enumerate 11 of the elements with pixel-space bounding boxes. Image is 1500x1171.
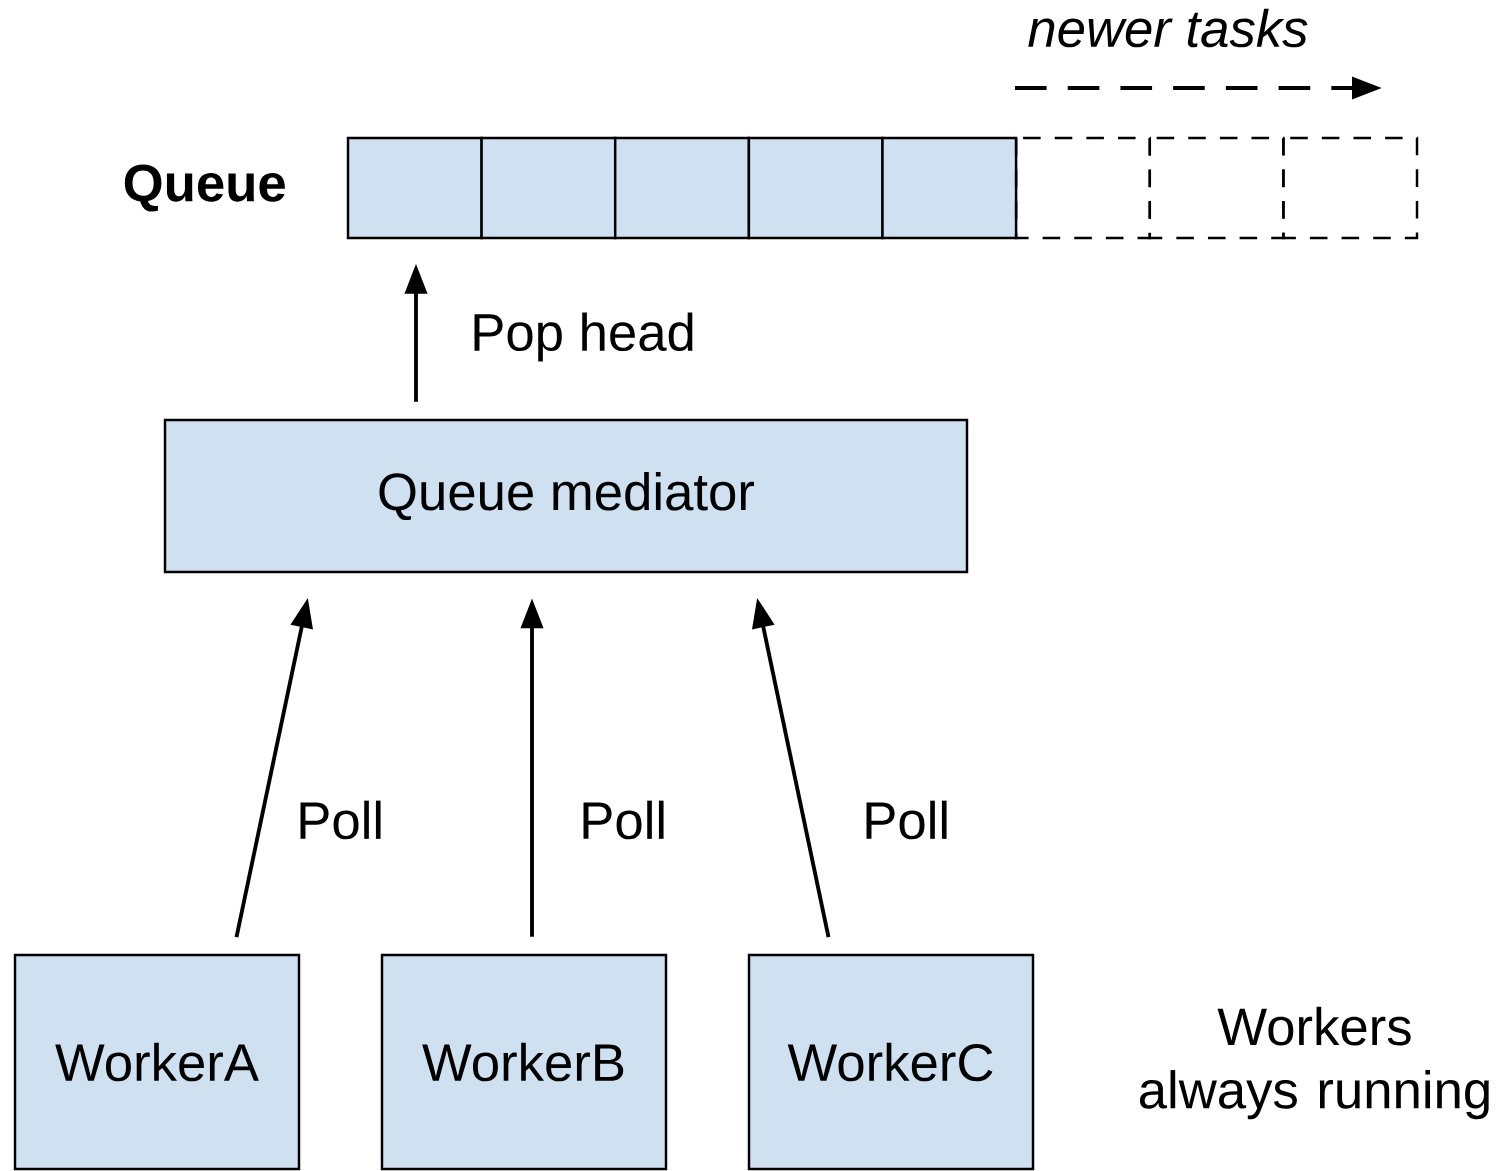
caption-text: newer tasks: [1028, 8, 1308, 48]
edge-label: Pop head: [474, 312, 693, 362]
mediator-box: Queue mediator: [163, 418, 969, 574]
edge-label: Poll: [866, 800, 947, 840]
worker-box: WorkerB: [380, 953, 668, 1171]
worker-box: WorkerC: [747, 953, 1035, 1171]
edge-label: Poll: [583, 800, 664, 840]
edge-label: Poll: [300, 800, 381, 840]
note-text: Workers always running: [1139, 1006, 1489, 1120]
queue-label: Queue: [124, 164, 285, 212]
worker-box: WorkerA: [13, 953, 301, 1171]
